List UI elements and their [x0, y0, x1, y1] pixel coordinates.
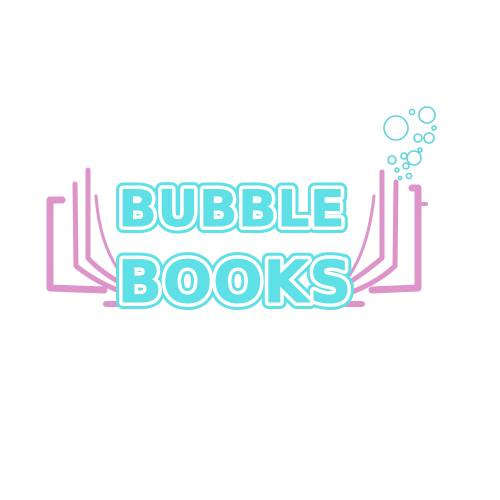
bubble	[418, 106, 436, 124]
bubble	[406, 150, 422, 166]
book-right-cover	[368, 184, 422, 294]
bubble	[402, 162, 410, 170]
book-right-page-1	[341, 169, 385, 289]
bubble	[400, 152, 408, 160]
bubble	[394, 167, 400, 173]
logo-line1: BUBBLE	[119, 180, 346, 238]
book-right-page-3	[344, 194, 376, 282]
logo-line2-outer: BOOKS	[118, 248, 353, 316]
logo-line1-outer: BUBBLE	[119, 180, 346, 238]
book-left-cover	[46, 196, 108, 294]
open-book-icon	[46, 167, 428, 307]
book-left-page-3	[94, 194, 130, 284]
logo-word-books: BOOKS BOOKS BOOKS	[111, 241, 359, 323]
logo-line2-outline: BOOKS	[118, 248, 353, 316]
bubble	[397, 175, 403, 181]
book-left-page-2	[72, 181, 125, 295]
bubble	[405, 172, 413, 180]
logo-line2: BOOKS	[118, 248, 353, 316]
logo-line1-outline: BUBBLE	[119, 180, 346, 238]
bubble	[417, 147, 423, 153]
bubble	[423, 132, 435, 144]
bubbles-icon	[383, 106, 437, 181]
logo-word-bubble: BUBBLE BUBBLE BUBBLE	[112, 173, 352, 245]
bubble	[383, 115, 409, 141]
bubble	[387, 155, 397, 165]
bubble	[431, 125, 437, 131]
bubble	[413, 133, 423, 143]
bubble	[408, 108, 416, 116]
book-left-page-1	[85, 167, 129, 289]
book-right-page-2	[349, 179, 399, 295]
